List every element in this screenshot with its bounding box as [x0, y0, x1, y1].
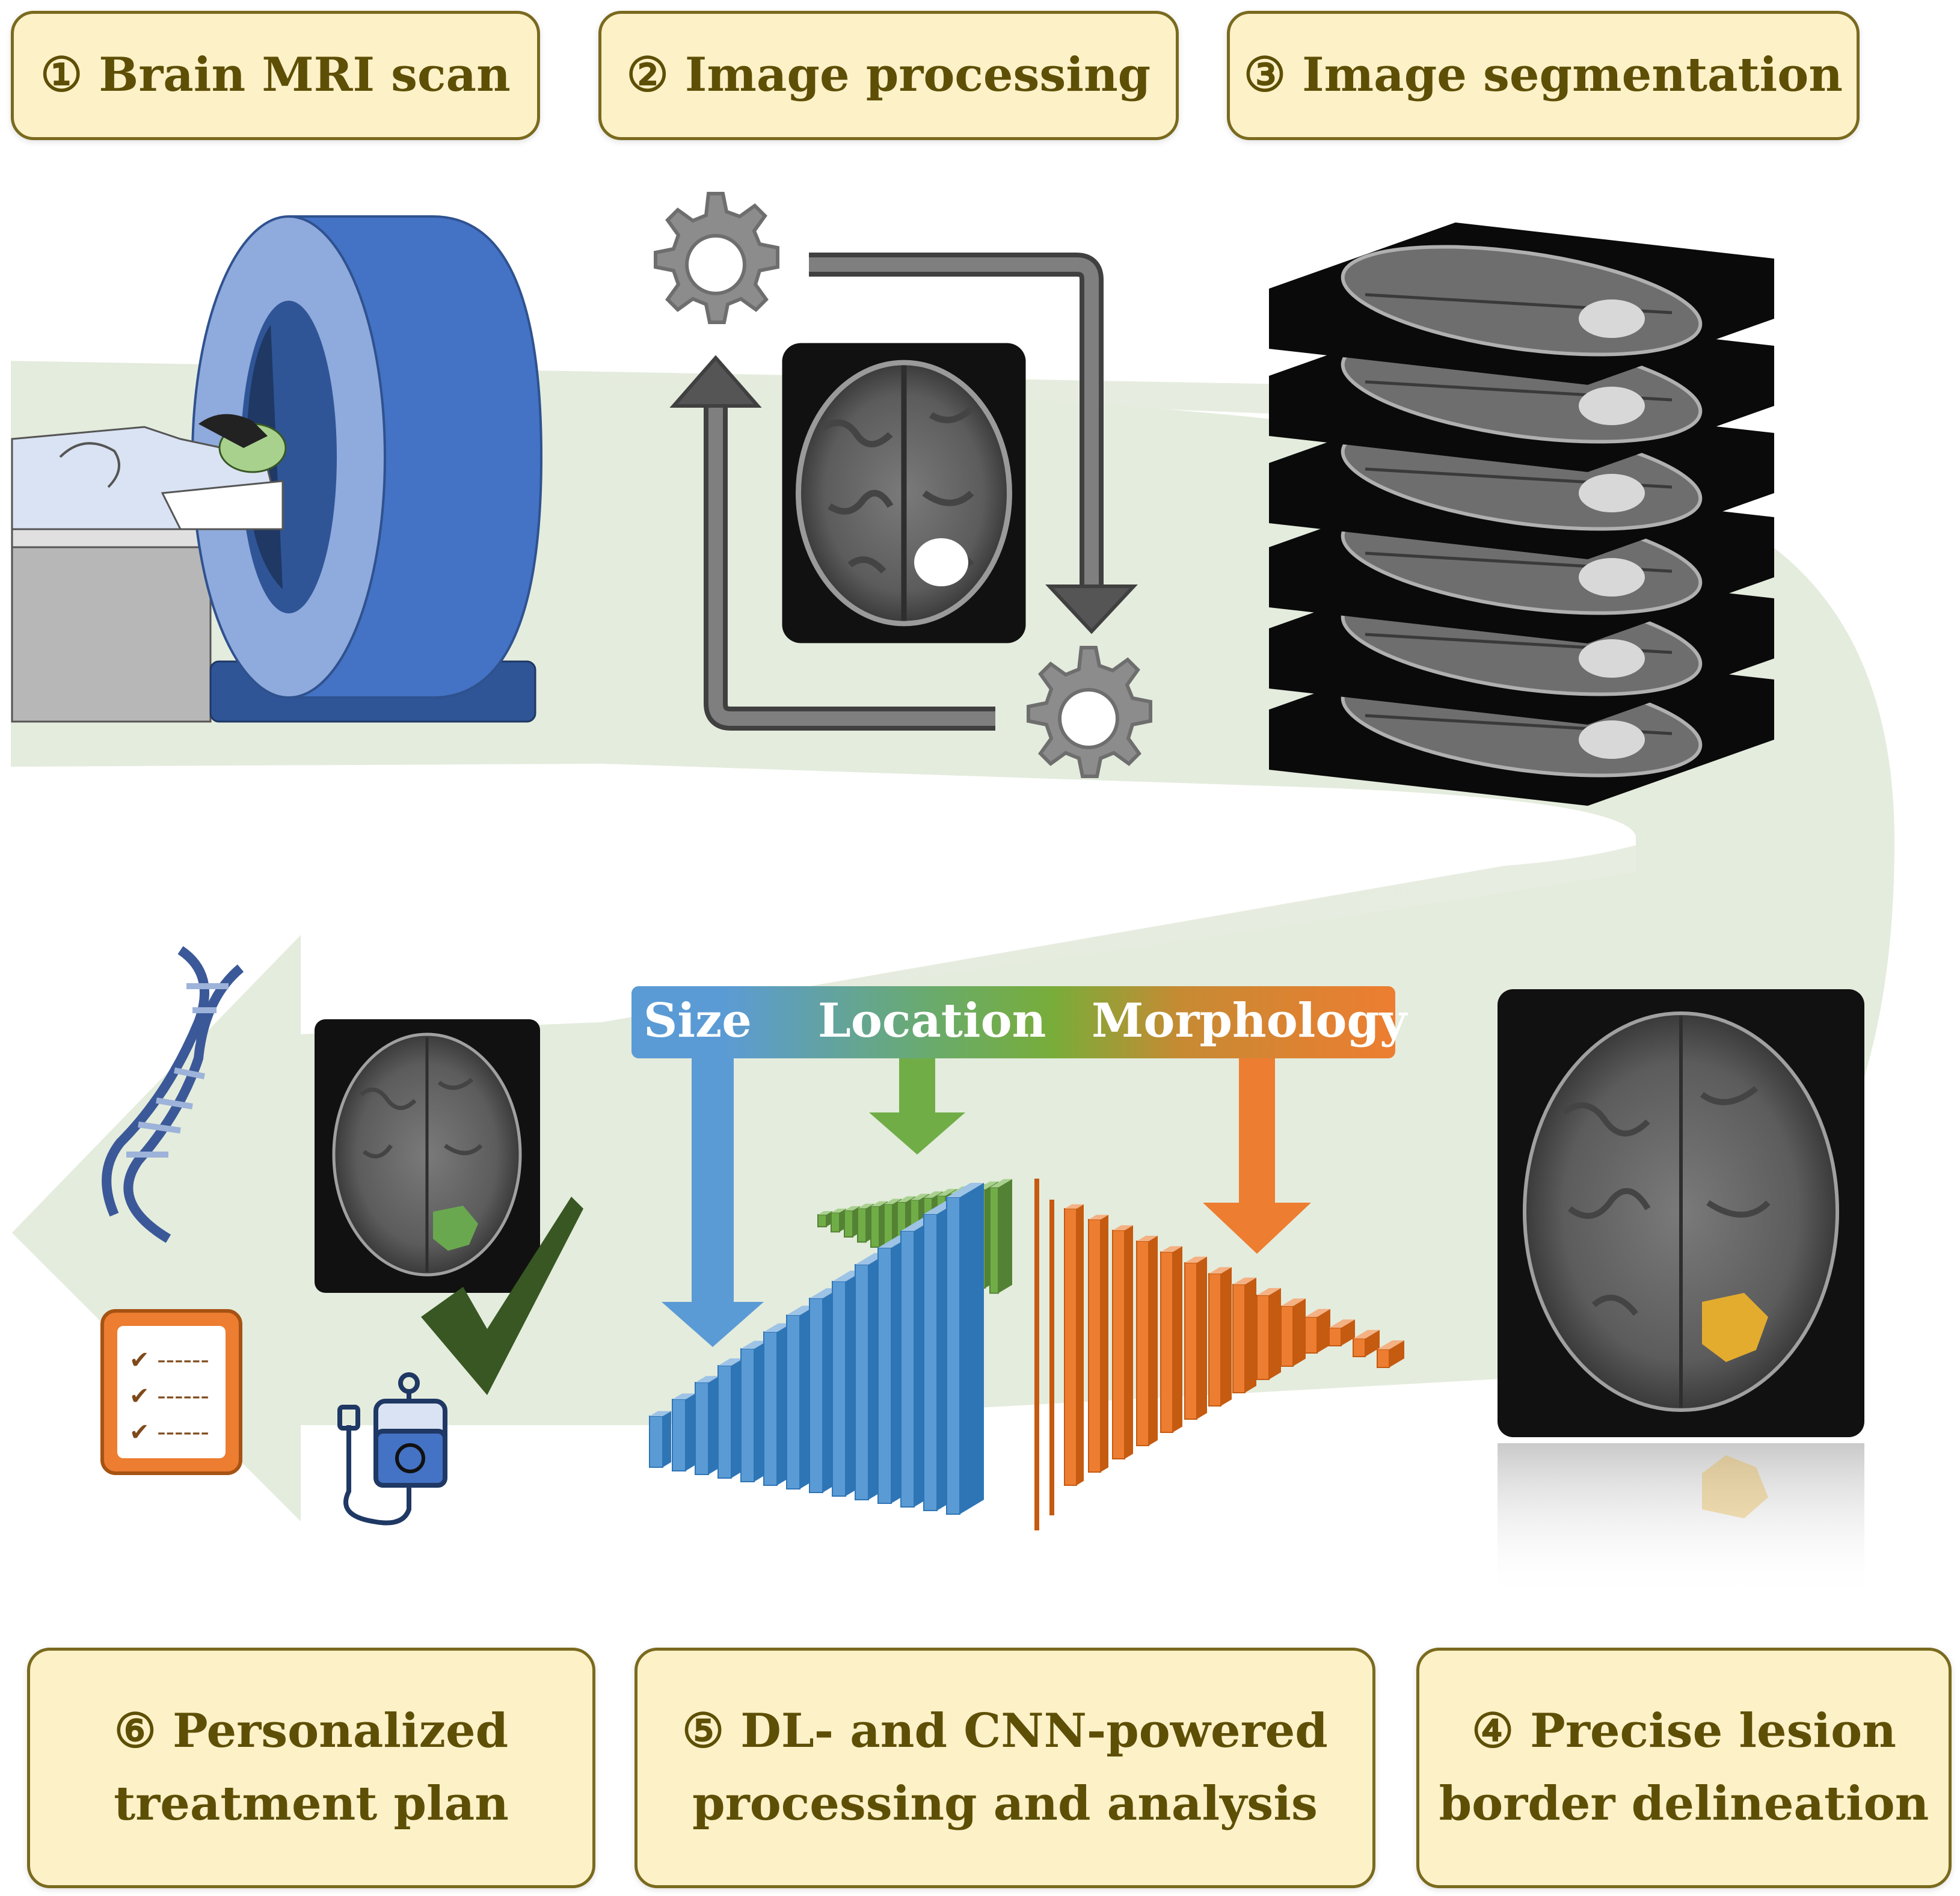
step-1-box: ① Brain MRI scan — [11, 11, 540, 140]
step-3-marker: ③ — [1244, 48, 1286, 103]
size-arrow-icon — [662, 1055, 764, 1347]
step-6-line2: treatment plan — [114, 1776, 509, 1831]
step-6-line1: ⑥ Personalized — [114, 1695, 508, 1768]
cycle-arrow-icon — [669, 253, 1138, 731]
feature-morphology-label: Morphology — [1092, 993, 1407, 1048]
step-5-line2: processing and analysis — [692, 1776, 1318, 1831]
iv-bag-biohazard-icon — [337, 1372, 447, 1526]
cnn-layer-orange — [1304, 1308, 1330, 1354]
step-3-title: Image segmentation — [1302, 48, 1843, 103]
step-6-marker: ⑥ — [114, 1704, 156, 1759]
brain-slice-stack-icon — [1269, 222, 1774, 806]
feature-size-label: Size — [644, 993, 752, 1048]
treatment-brain-image — [315, 1019, 540, 1293]
cnn-layer-orange — [1232, 1277, 1256, 1393]
step-2-title: Image processing — [684, 48, 1151, 103]
checklist-icon: ✔ ------ ✔ ------ ✔ ------ — [100, 1309, 242, 1475]
cnn-layer-orange — [1329, 1319, 1355, 1346]
gear-icon — [656, 194, 778, 322]
cnn-layer-orange — [1256, 1288, 1281, 1380]
feature-location-label: Location — [818, 993, 1046, 1048]
cnn-layer-green — [989, 1179, 1012, 1294]
cnn-layer-orange — [1280, 1298, 1306, 1367]
cnn-layer-blue — [695, 1376, 719, 1475]
step-2-box: ② Image processing — [598, 11, 1179, 140]
cnn-diagram-icon — [649, 1179, 1404, 1530]
feature-bar: Size Location Morphology — [631, 986, 1407, 1058]
mri-scanner-icon — [11, 215, 543, 723]
gear-icon — [1028, 648, 1151, 776]
step-5-title: DL- and CNN-powered — [740, 1704, 1328, 1759]
cnn-layer-orange — [1208, 1267, 1232, 1407]
cnn-layer-orange — [1136, 1236, 1158, 1446]
cnn-layer-blue — [717, 1358, 743, 1479]
step-3-label: ③ Image segmentation — [1244, 39, 1843, 112]
step-2-marker: ② — [626, 48, 669, 103]
cnn-layer-orange — [1184, 1256, 1207, 1420]
svg-text:✔ ------: ✔ ------ — [129, 1346, 209, 1374]
morphology-arrow-icon — [1203, 1055, 1311, 1254]
dna-icon — [102, 946, 244, 1243]
step-6-title: Personalized — [172, 1704, 509, 1759]
step-4-line2: border delineation — [1439, 1776, 1929, 1831]
cnn-layer-blue — [649, 1411, 671, 1468]
cnn-layer-blue — [672, 1393, 695, 1471]
cnn-layer-orange — [1353, 1330, 1380, 1357]
cnn-layer-orange — [1160, 1246, 1182, 1433]
step-4-title: Precise lesion — [1530, 1704, 1896, 1759]
cnn-separator — [1034, 1179, 1054, 1530]
step-4-line1: ④ Precise lesion — [1472, 1695, 1896, 1768]
step-5-box: ⑤ DL- and CNN-powered processing and ana… — [634, 1648, 1375, 1888]
step-5-marker: ⑤ — [682, 1704, 725, 1759]
processing-brain-image — [782, 343, 1026, 643]
delineation-brain-image — [1498, 989, 1864, 1600]
step-1-label: ① Brain MRI scan — [40, 39, 511, 112]
step-4-marker: ④ — [1472, 1704, 1514, 1759]
cnn-layer-green — [817, 1211, 832, 1227]
step-1-title: Brain MRI scan — [99, 48, 511, 103]
svg-text:✔ ------: ✔ ------ — [129, 1419, 209, 1446]
cnn-layer-orange — [1064, 1204, 1084, 1486]
step-3-box: ③ Image segmentation — [1227, 11, 1860, 140]
cnn-layer-orange — [1088, 1215, 1108, 1473]
step-6-box: ⑥ Personalized treatment plan — [27, 1648, 595, 1888]
step-4-box: ④ Precise lesion border delineation — [1416, 1648, 1952, 1888]
location-arrow-icon — [869, 1055, 965, 1155]
step-2-label: ② Image processing — [627, 39, 1151, 112]
svg-text:✔ ------: ✔ ------ — [129, 1382, 209, 1410]
checkmark-icon — [421, 1197, 583, 1395]
cnn-layer-blue — [946, 1183, 984, 1515]
cnn-layer-orange — [1377, 1340, 1404, 1368]
step-5-line1: ⑤ DL- and CNN-powered — [682, 1695, 1328, 1768]
cnn-layer-orange — [1112, 1225, 1133, 1459]
step-1-marker: ① — [40, 48, 83, 103]
